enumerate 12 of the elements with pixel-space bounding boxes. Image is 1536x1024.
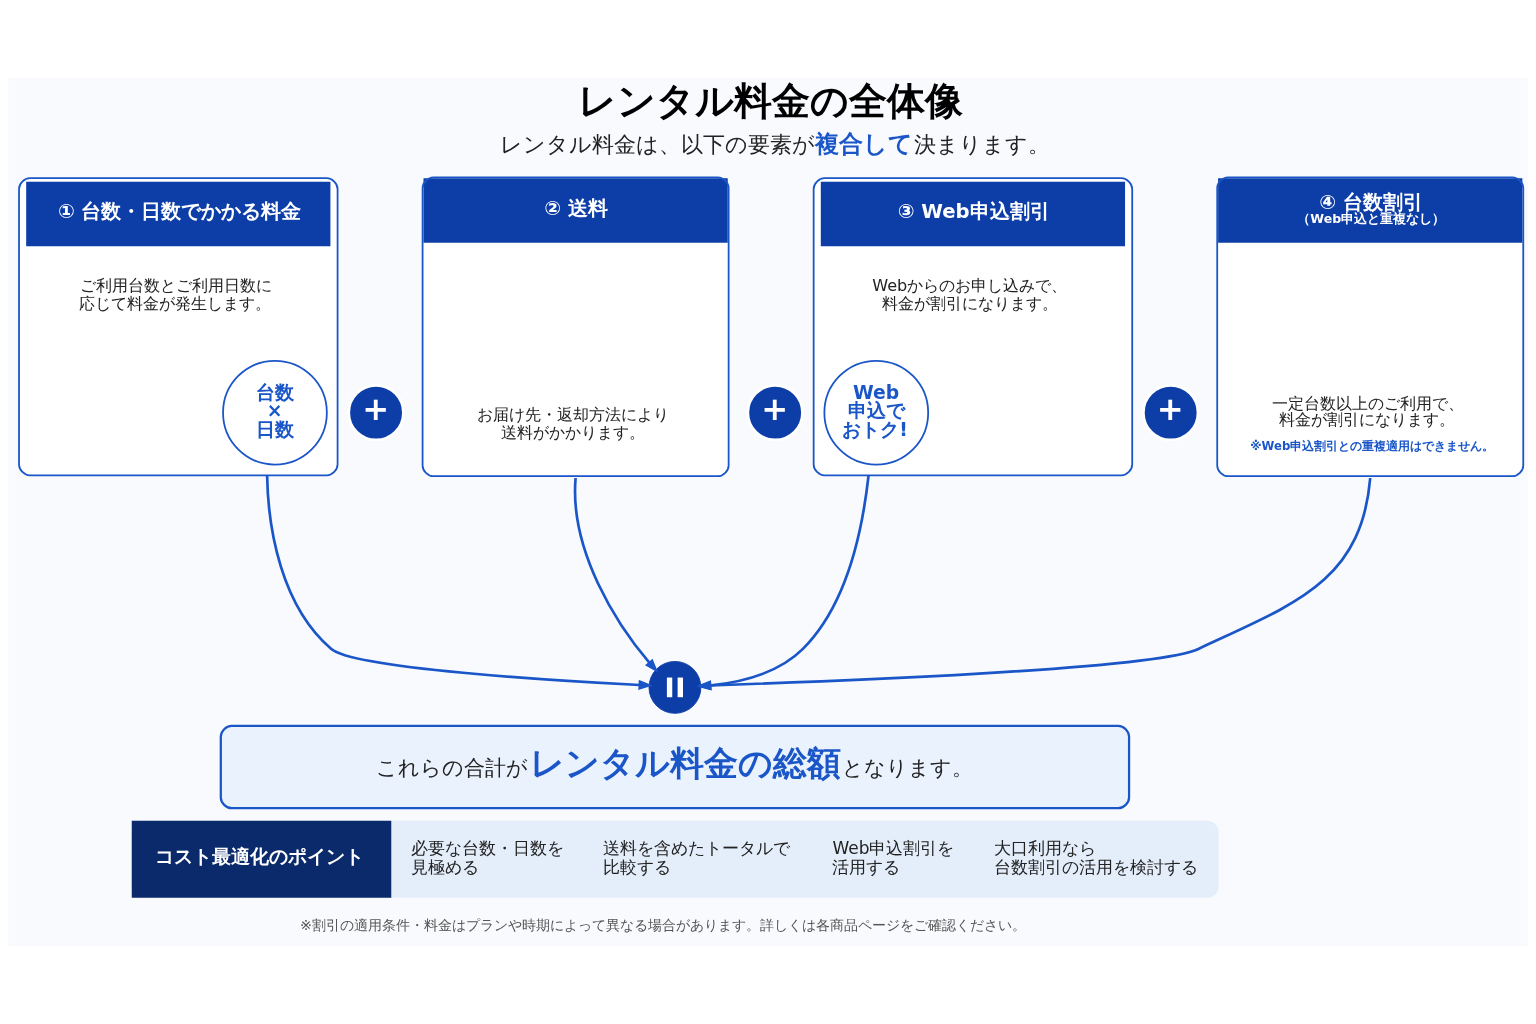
node-circle: + <box>746 384 804 442</box>
node-circle: + <box>1142 384 1200 442</box>
arrow <box>573 477 659 673</box>
node-circle: 台数×日数 <box>222 359 328 466</box>
diagram-title: レンタル料金の全体像 <box>578 79 964 124</box>
label: ※割引の適用条件・料金はプランや時期によって異なる場合があります。詳しくは各商品ページをご確認ください。 <box>300 916 1026 933</box>
node-circle: + <box>347 384 405 442</box>
node-circle: Web申込でおトク! <box>823 359 930 466</box>
arrow <box>265 475 653 690</box>
node-box: これらの合計がレンタル料金の総額となります。 <box>219 724 1131 810</box>
node-circle <box>648 661 702 714</box>
label: レンタル料金は、以下の要素が複合して決まります。 <box>500 129 1050 158</box>
